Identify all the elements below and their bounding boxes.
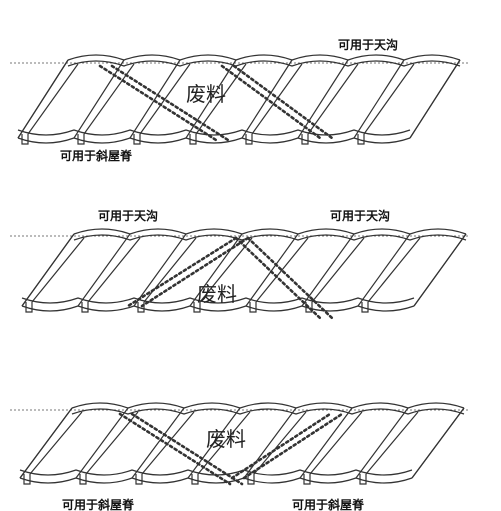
tile-foot [305,302,313,313]
cut-line [232,64,334,140]
tile-ridge-line [355,407,409,479]
tile-foot [191,474,199,485]
cut-line [98,64,218,142]
tile-foot [359,474,367,485]
tile-side-edge [17,59,69,139]
panel-1 [10,54,470,145]
tile-top-edge [71,402,465,409]
tile-ridge-line [297,59,349,139]
tile-foot [21,134,29,145]
tile-bottom-edge [19,477,413,484]
panel-3 [10,402,470,486]
tile-ridge-line [29,411,83,475]
tile-bottom-edge [17,137,411,144]
bottom-label-hip-ridge-left: 可用于斜屋脊 [62,497,135,511]
tile-foot [79,474,87,485]
cut-line [230,412,332,480]
tile-foot [303,474,311,485]
cut-line [242,412,344,480]
top-label-valley: 可用于天沟 [338,37,398,52]
tile-top-edge [73,228,467,235]
tile-foot [189,134,197,145]
cut-line [246,236,334,320]
tile-top-edge-inner [73,234,467,241]
tile-ridge-line [131,407,185,479]
cut-line [118,412,232,486]
waste-label: 废料 [206,427,246,451]
tile-ridge-line [311,237,365,303]
waste-label: 废料 [197,282,237,306]
tile-ridge-line [199,237,253,303]
tile-top-edge-inner [67,60,461,67]
tile-ridge-line [31,237,85,303]
tile-ridge-line [255,237,309,303]
tile-top-edge [67,54,461,61]
tile-ridge-line [365,411,419,475]
tile-ridge-line [299,407,353,479]
tile-foot [301,134,309,145]
tile-foot [135,474,143,485]
tile-ridge-line [141,411,195,475]
cut-line [220,64,322,140]
tile-ridge-line [309,411,363,475]
tile-ridge-line [27,63,79,135]
tile-foot [137,302,145,313]
tile-foot [245,134,253,145]
tile-foot [357,134,365,145]
tile-ridge-line [253,411,307,475]
tile-ridge-line [73,59,125,139]
tile-ridge-line [301,233,355,307]
cut-line [130,412,244,486]
tile-foot [361,302,369,313]
top-label-valley-left: 可用于天沟 [98,208,158,223]
tile-foot [247,474,255,485]
tile-ridge-line [245,233,299,307]
tile-top-edge-inner [71,408,465,415]
tile-ridge-line [307,63,359,135]
tile-ridge-line [357,233,411,307]
cut-line [126,236,238,308]
tile-ridge-line [353,59,405,139]
tile-side-edge [19,407,73,479]
tile-foot [25,302,33,313]
bottom-label-hip-ridge: 可用于斜屋脊 [60,148,133,163]
tile-side-edge [411,407,465,479]
tile-ridge-line [85,411,139,475]
tile-ridge-line [367,237,421,303]
tile-ridge-line [87,237,141,303]
waste-label: 废料 [186,82,226,106]
tile-bottom-edge [21,305,415,312]
tile-ridge-line [129,59,181,139]
tile-ridge-line [243,407,297,479]
tile-ridge-line [197,411,251,475]
tile-foot [81,302,89,313]
tile-foot [77,134,85,145]
tile-foot [249,302,257,313]
tile-foot [193,302,201,313]
cut-line [140,236,250,308]
bottom-label-hip-ridge-right: 可用于斜屋脊 [292,497,365,511]
tile-ridge-line [75,407,129,479]
tile-ridge-line [187,407,241,479]
cut-line [110,64,230,142]
tile-side-edge [21,233,75,307]
panel-2 [10,228,470,320]
tile-foot [133,134,141,145]
tile-ridge-line [77,233,131,307]
tile-ridge-line [133,233,187,307]
tile-ridge-line [185,59,237,139]
top-label-valley-right: 可用于天沟 [330,208,390,223]
tile-side-edge [409,59,461,139]
tile-ridge-line [143,237,197,303]
tile-foot [23,474,31,485]
tile-ridge-line [195,63,247,135]
cut-line [234,236,322,320]
tile-ridge-line [363,63,415,135]
tile-side-edge [413,233,467,307]
